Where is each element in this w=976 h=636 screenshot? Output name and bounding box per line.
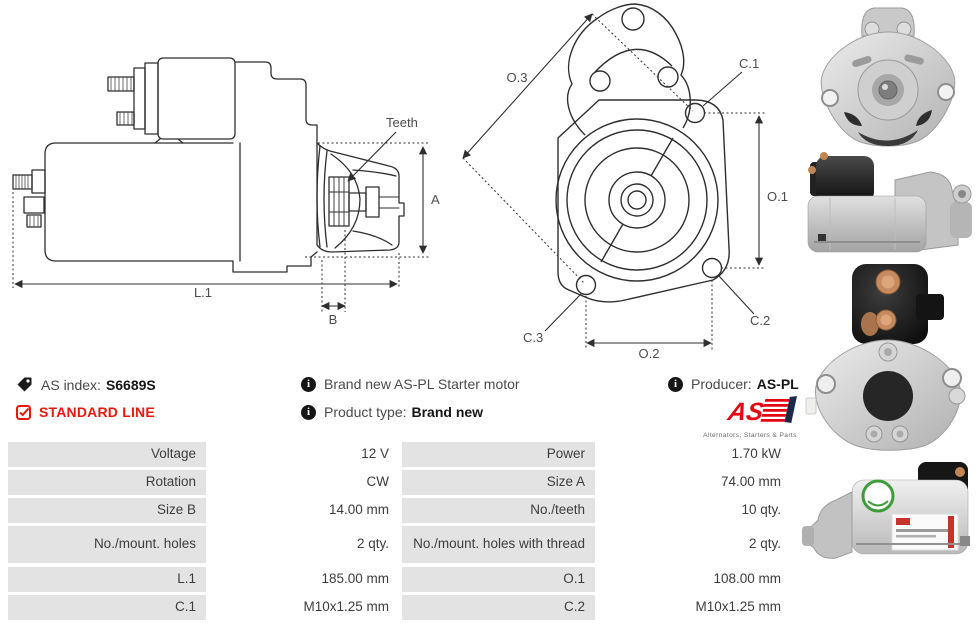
spec-label-cell: Size B <box>8 498 206 523</box>
spec-label-cell: No./mount. holes with thread <box>402 526 595 563</box>
as-index-label: AS index: <box>41 376 101 393</box>
info-icon: i <box>668 376 683 392</box>
spec-label-cell: No./teeth <box>402 498 595 523</box>
dim-label-o2: O.2 <box>639 346 660 361</box>
brand-new-text: Brand new AS-PL Starter motor <box>324 376 520 392</box>
dim-label-o3: O.3 <box>507 70 528 85</box>
spec-label-cell: Power <box>402 442 595 467</box>
standard-line-row: STANDARD LINE <box>16 404 155 420</box>
spec-value-cell: CW <box>209 470 399 495</box>
dim-label-a: A <box>431 192 440 207</box>
spec-label-cell: C.1 <box>8 595 206 620</box>
producer-row: i Producer:AS-PL <box>668 376 799 392</box>
as-index-value: S6689S <box>105 376 156 393</box>
spec-label-cell: Size A <box>402 470 595 495</box>
spec-value-cell: 14.00 mm <box>209 498 399 523</box>
logo-as-text: AS <box>725 398 767 426</box>
spec-value-cell: 12 V <box>209 442 399 467</box>
spec-value-cell: 1.70 kW <box>598 442 791 467</box>
dim-label-teeth: Teeth <box>386 115 418 130</box>
spec-value-cell: M10x1.25 mm <box>209 595 399 620</box>
technical-drawing-side-view: Teeth A L.1 B <box>12 57 440 327</box>
producer-value: AS-PL <box>756 376 799 392</box>
dim-label-l1: L.1 <box>194 285 212 300</box>
spec-value-cell: 2 qty. <box>598 526 791 563</box>
logo-tagline: Alternators, Starters & Parts <box>703 432 797 439</box>
info-icon: i <box>301 404 316 420</box>
product-type-value: Brand new <box>411 404 484 420</box>
spec-label-cell: Voltage <box>8 442 206 467</box>
spec-label-cell: Rotation <box>8 470 206 495</box>
product-photo-solenoid-rear-view <box>805 264 966 451</box>
info-icon: i <box>301 376 316 392</box>
spec-value-cell: 108.00 mm <box>598 567 791 592</box>
dim-label-c3: C.3 <box>523 330 543 345</box>
as-pl-logo: AS Alternators, Starters & Parts <box>700 396 800 439</box>
dim-label-c2: C.2 <box>750 313 770 328</box>
spec-label-cell: O.1 <box>402 567 595 592</box>
spec-value-cell: M10x1.25 mm <box>598 595 791 620</box>
spec-value-cell: 74.00 mm <box>598 470 791 495</box>
tag-icon <box>17 377 32 392</box>
spec-label-cell: L.1 <box>8 567 206 592</box>
product-type-row: i Product type:Brand new <box>301 404 483 420</box>
dim-label-b: B <box>329 312 338 327</box>
spec-value-cell: 2 qty. <box>209 526 399 563</box>
product-photo-side-view-right <box>807 152 972 253</box>
dim-label-o1: O.1 <box>767 189 788 204</box>
spec-value-cell: 185.00 mm <box>209 567 399 592</box>
product-type-label: Product type: <box>324 404 407 420</box>
technical-drawing-front-view: O.3 C.1 O.1 C.2 C.3 O.2 <box>462 3 788 361</box>
checked-checkbox-icon <box>16 404 31 420</box>
product-photos-column <box>800 0 976 636</box>
brand-new-row: i Brand new AS-PL Starter motor <box>301 376 520 392</box>
as-index-row: AS index:S6689S <box>16 376 156 393</box>
producer-label: Producer: <box>691 376 752 392</box>
product-photo-front-view <box>820 7 956 147</box>
dim-label-c1: C.1 <box>739 56 759 71</box>
standard-line-badge: STANDARD LINE <box>39 404 155 420</box>
spec-label-cell: No./mount. holes <box>8 526 206 563</box>
spec-value-cell: 10 qty. <box>598 498 791 523</box>
product-photo-side-view-left <box>802 462 970 559</box>
spec-label-cell: C.2 <box>402 595 595 620</box>
